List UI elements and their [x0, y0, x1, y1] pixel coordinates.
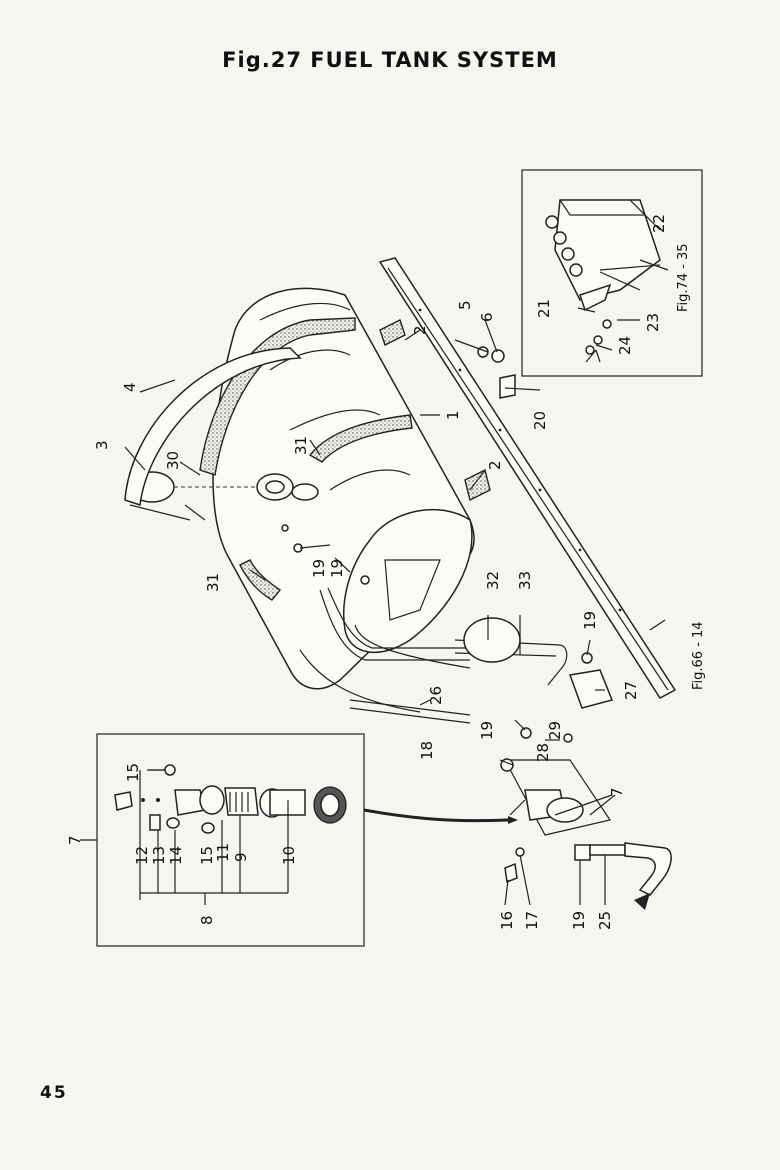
callout-5: 5	[456, 300, 474, 310]
callout-13: 13	[150, 846, 168, 865]
callout-12: 12	[133, 846, 151, 865]
callout-33: 33	[516, 571, 534, 590]
fuel-cock-assembly	[500, 758, 672, 910]
callout-32: 32	[484, 571, 502, 590]
callout-6: 6	[478, 312, 496, 322]
callout-19: 19	[581, 611, 599, 630]
callout-18: 18	[418, 741, 436, 760]
fuel-lines	[299, 587, 568, 724]
callout-27: 27	[622, 681, 640, 700]
callout-17: 17	[523, 911, 541, 930]
mounting-rail	[378, 257, 677, 699]
callout-20: 20	[531, 411, 549, 430]
callout-3: 3	[93, 440, 111, 450]
callout-19: 19	[328, 559, 346, 578]
callout-21: 21	[535, 299, 553, 318]
callout-19: 19	[478, 721, 496, 740]
callout-9: 9	[232, 852, 250, 862]
callout-16: 16	[498, 911, 516, 930]
callout-2: 2	[411, 325, 429, 335]
callout-19: 19	[310, 559, 328, 578]
tank-band	[124, 347, 302, 521]
callout-28: 28	[534, 743, 552, 762]
callout-15: 15	[124, 763, 142, 782]
rail-hardware	[281, 346, 614, 743]
inset-figure-reference: Fig.74 - 35	[676, 243, 691, 312]
callout-25: 25	[596, 911, 614, 930]
callout-1: 1	[444, 410, 462, 420]
callout-7: 7	[66, 835, 84, 845]
callout-15: 15	[198, 846, 216, 865]
callout-labels: 1 2 2 3 4 5 6 7 7 8 9 10 11 12 13 14 15 …	[66, 214, 706, 930]
callout-11: 11	[214, 843, 232, 862]
page-number: 45	[40, 1083, 68, 1103]
callout-2: 2	[486, 460, 504, 470]
callout-8: 8	[198, 915, 216, 925]
callout-10: 10	[280, 846, 298, 865]
callout-26: 26	[427, 686, 445, 705]
bracket-figure-reference: Fig.66 - 14	[691, 621, 706, 690]
callout-22: 22	[650, 214, 668, 233]
fuel-tank	[129, 287, 475, 690]
callout-31: 31	[292, 436, 310, 455]
callout-23: 23	[644, 313, 662, 332]
callout-14: 14	[167, 846, 185, 865]
callout-29: 29	[546, 721, 564, 740]
inset-bracket-detail	[521, 169, 703, 377]
figure-title: Fig.27 FUEL TANK SYSTEM	[222, 48, 558, 72]
callout-19: 19	[570, 911, 588, 930]
detail-arrow	[363, 808, 509, 823]
leader-lines	[80, 319, 666, 906]
callout-7: 7	[608, 787, 626, 797]
callout-24: 24	[616, 336, 634, 355]
callout-31: 31	[204, 573, 222, 592]
callout-4: 4	[121, 382, 139, 392]
callout-30: 30	[164, 451, 182, 470]
